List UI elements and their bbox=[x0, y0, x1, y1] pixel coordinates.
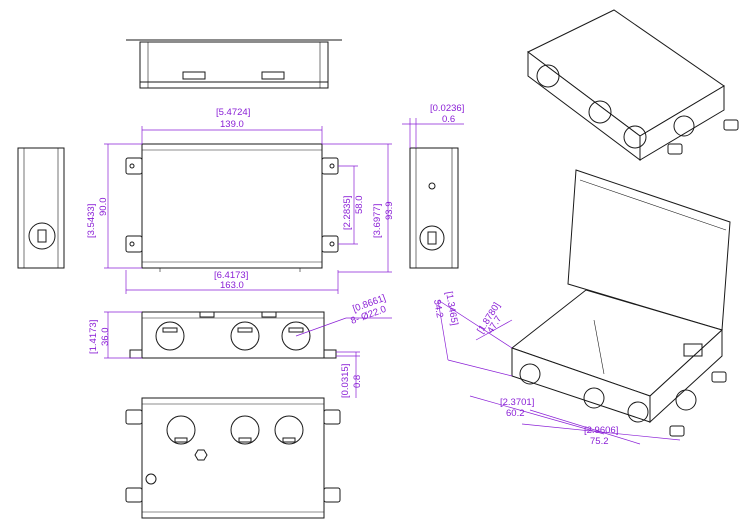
dim-width-mm: 139.0 bbox=[220, 119, 244, 130]
dim-isodepth-mm: 34.2 bbox=[431, 299, 445, 319]
front-view bbox=[125, 143, 339, 272]
dim-wall-in: [0.0236] bbox=[430, 103, 464, 114]
dim-width-in: [5.4724] bbox=[216, 107, 250, 118]
isometric-closed-box bbox=[527, 9, 739, 161]
dim-height-mm: 90.0 bbox=[98, 198, 109, 217]
dim-tabspacing-mm: 58.0 bbox=[354, 196, 365, 215]
dim-tabspan-mm: 163.0 bbox=[220, 280, 244, 291]
left-side-view bbox=[17, 147, 65, 269]
dim-boxdepth-mm: 36.0 bbox=[100, 328, 111, 347]
dim-isocomp2-in: [2.9606] bbox=[584, 425, 618, 436]
dim-boxdepth-in: [1.4173] bbox=[88, 320, 99, 354]
isometric-open-box bbox=[510, 169, 731, 437]
dim-tabthick-in: [0.0315] bbox=[340, 364, 351, 398]
dim-tabthick-mm: 0.8 bbox=[352, 375, 363, 388]
dimension-lines bbox=[104, 118, 681, 445]
bottom-view bbox=[125, 397, 341, 519]
dim-depth-in: [3.6977] bbox=[372, 204, 383, 238]
dim-isocomp1-mm: 60.2 bbox=[506, 408, 525, 419]
dim-tabspan-in: [6.4173] bbox=[214, 270, 248, 281]
dim-isocomp1-in: [2.3701] bbox=[500, 397, 534, 408]
dim-isodepth-in: [1.3465] bbox=[443, 291, 460, 327]
right-side-view bbox=[409, 147, 459, 269]
dim-tabspacing-in: [2.2835] bbox=[342, 196, 353, 230]
top-view bbox=[126, 39, 342, 89]
elevation-view bbox=[129, 311, 337, 359]
dim-depth-mm: 93.9 bbox=[384, 202, 395, 221]
dim-height-in: [3.5433] bbox=[86, 204, 97, 238]
dim-isocomp2-mm: 75.2 bbox=[590, 436, 609, 447]
dim-wall-mm: 0.6 bbox=[442, 114, 455, 125]
